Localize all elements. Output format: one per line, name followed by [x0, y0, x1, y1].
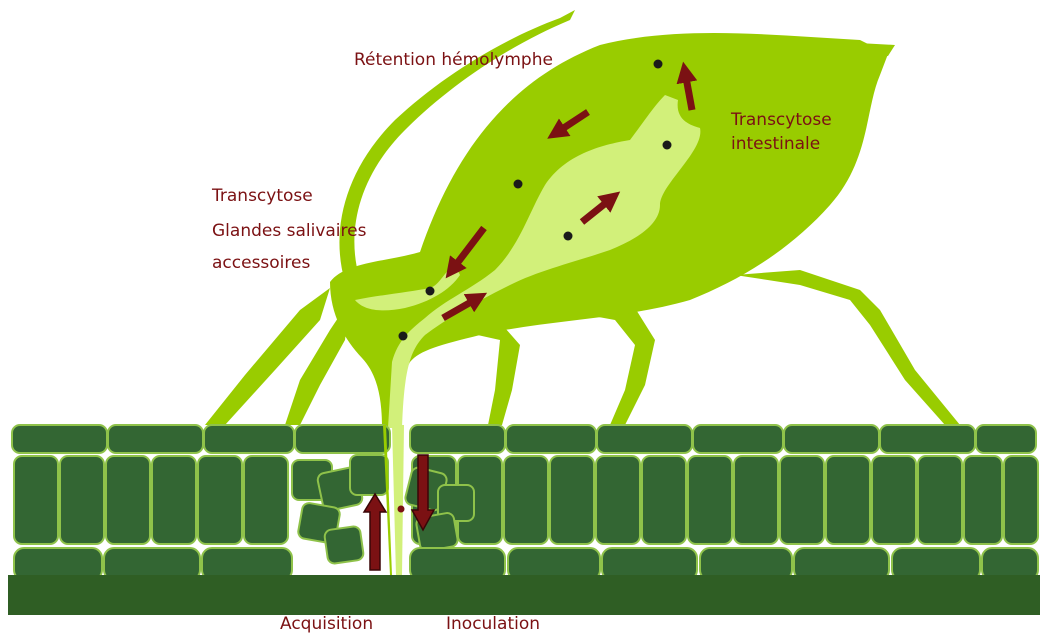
- leaf-base: [8, 575, 1040, 615]
- label-intestinal-line1: Transcytose: [731, 108, 832, 132]
- acquisition-arrow-icon: [364, 494, 386, 570]
- label-salivary-line2: Glandes salivaires: [212, 219, 366, 243]
- virus-particle-icon: [426, 287, 435, 296]
- virus-particle-icon: [654, 60, 663, 69]
- virus-particle-icon: [564, 232, 573, 241]
- mid-leg: [455, 328, 520, 425]
- label-intestinal-line2: intestinale: [731, 132, 820, 156]
- label-inoculation: Inoculation: [446, 612, 540, 636]
- label-acquisition: Acquisition: [280, 612, 373, 636]
- label-hemolymph-retention: Rétention hémolymphe: [354, 48, 553, 72]
- label-salivary-line3: accessoires: [212, 251, 310, 275]
- virus-particle-icon: [399, 332, 408, 341]
- label-salivary-line1: Transcytose: [212, 184, 313, 208]
- virus-particle-icon: [398, 506, 405, 513]
- hind-leg: [735, 270, 960, 425]
- aphid-stylet: [392, 425, 404, 575]
- leaf-epidermis: [12, 425, 1036, 453]
- front-leg-left: [205, 288, 330, 425]
- virus-particle-icon: [663, 141, 672, 150]
- leaf-palisade: [14, 456, 1038, 544]
- virus-particle-icon: [514, 180, 523, 189]
